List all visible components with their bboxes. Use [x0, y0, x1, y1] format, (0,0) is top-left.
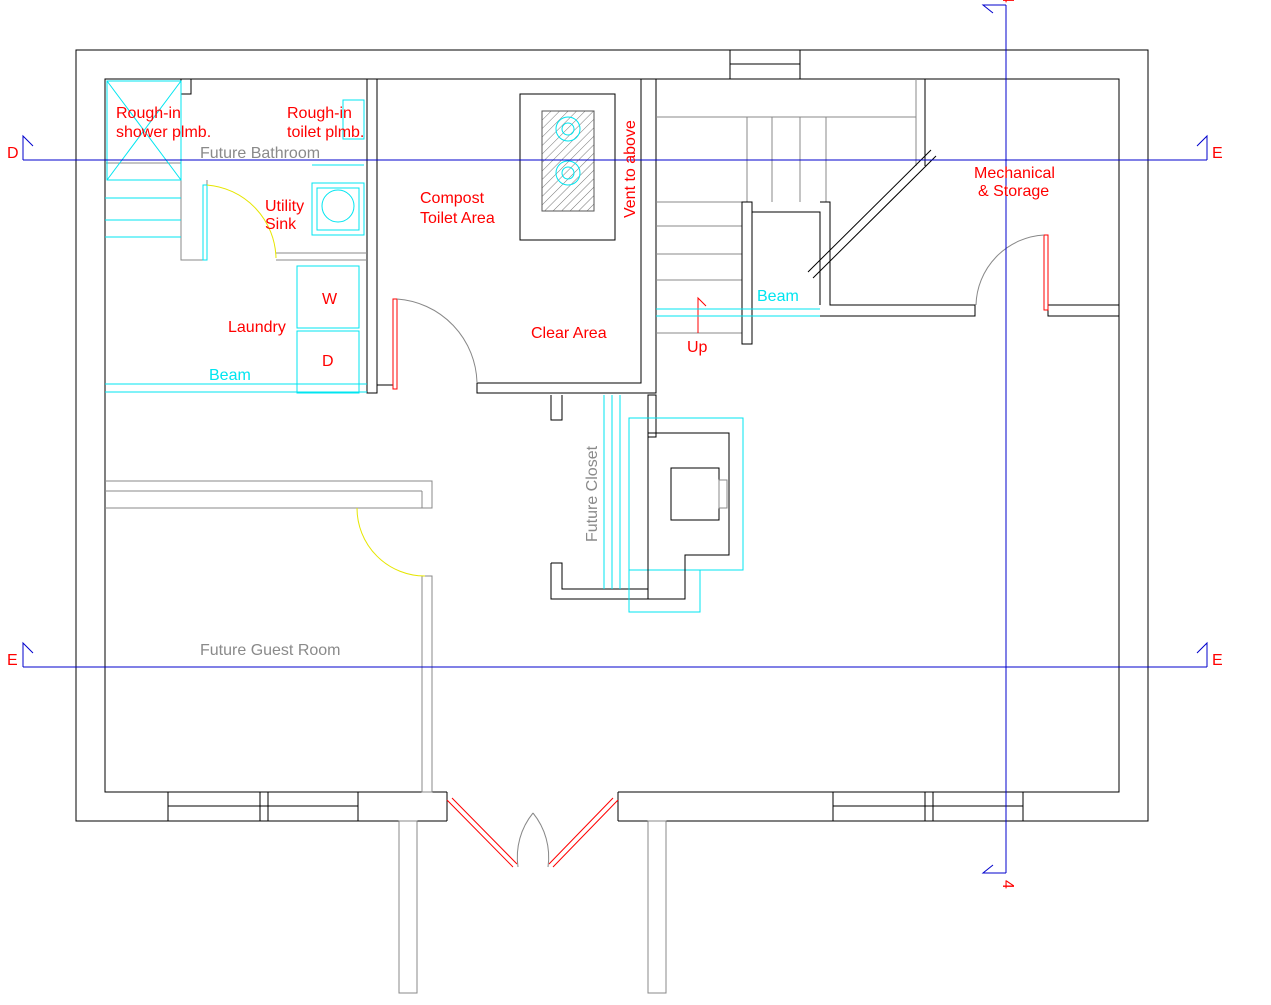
label-dryer: D	[322, 353, 334, 370]
bath-cabinet	[105, 197, 367, 393]
label-storage: & Storage	[978, 183, 1049, 200]
section-mark-e-left: E	[7, 652, 18, 669]
washer-dryer	[296, 265, 360, 394]
label-rough-in-toilet-2: toilet plmb.	[287, 124, 364, 141]
guest-room-walls	[105, 480, 433, 793]
section-mark-e-right: E	[1212, 652, 1223, 669]
compost-toilet-room	[392, 79, 657, 394]
shower-rough-in	[106, 80, 182, 181]
mechanical-door	[975, 234, 1120, 317]
label-future-guest-room: Future Guest Room	[200, 642, 341, 659]
stairs	[655, 79, 976, 393]
section-mark-4-top: 4	[999, 0, 1016, 3]
label-laundry: Laundry	[228, 319, 286, 336]
label-future-bathroom: Future Bathroom	[200, 145, 320, 162]
utility-sink	[311, 164, 365, 236]
section-mark-e-top: E	[1212, 145, 1223, 162]
bottom-windows	[167, 791, 1024, 822]
label-compost-1: Compost	[420, 190, 485, 207]
label-compost-2: Toilet Area	[420, 210, 495, 227]
label-utility-sink-2: Sink	[265, 216, 297, 233]
label-rough-in-shower-2: shower plmb.	[116, 124, 211, 141]
label-up: Up	[687, 339, 708, 356]
label-beam-left: Beam	[209, 367, 251, 384]
top-window	[729, 49, 801, 80]
label-utility-sink-1: Utility	[265, 198, 304, 215]
label-clear-area: Clear Area	[531, 325, 607, 342]
future-closet	[550, 394, 744, 613]
label-rough-in-toilet-1: Rough-in	[287, 105, 352, 122]
section-mark-4-bottom: 4	[999, 880, 1016, 889]
label-vent-to-above: Vent to above	[622, 120, 639, 218]
section-mark-d: D	[7, 145, 19, 162]
entry-door	[398, 790, 667, 994]
label-future-closet: Future Closet	[584, 445, 601, 542]
label-mechanical: Mechanical	[974, 165, 1055, 182]
bathroom-door	[202, 184, 277, 261]
label-washer: W	[322, 291, 338, 308]
section-lines	[22, 4, 1208, 874]
beam-right	[656, 308, 820, 317]
toilet-rough-in	[342, 99, 365, 140]
label-beam-right: Beam	[757, 288, 799, 305]
label-rough-in-shower-1: Rough-in	[116, 105, 181, 122]
